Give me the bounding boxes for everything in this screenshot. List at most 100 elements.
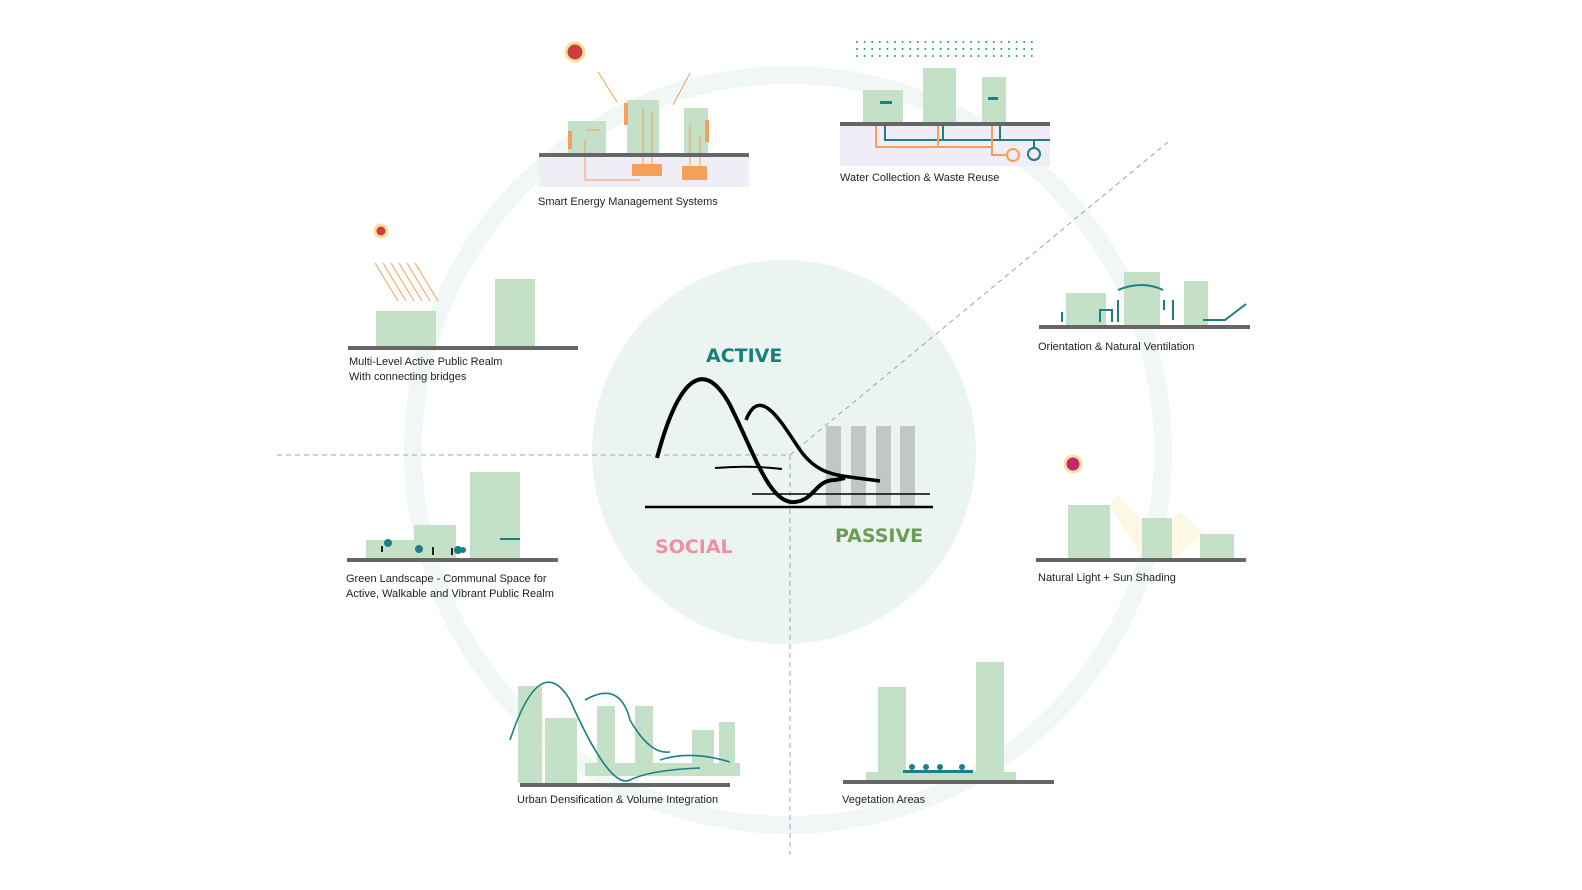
cycle-ring <box>404 66 1172 834</box>
rain-dot <box>977 41 980 43</box>
rain-dot <box>985 48 988 50</box>
label-vegetation: Vegetation Areas <box>842 794 926 806</box>
rain-dot <box>886 48 889 50</box>
rain-dot <box>1000 41 1003 43</box>
rain-dot <box>871 41 874 43</box>
rain-dot <box>932 48 934 50</box>
rain-dot <box>932 55 934 57</box>
rain-dot <box>863 41 866 43</box>
rain-dot <box>924 48 927 50</box>
rain-dot <box>894 55 896 57</box>
rain-dot <box>947 48 950 50</box>
rain-dot <box>939 55 942 57</box>
rain-dot <box>1015 55 1018 57</box>
rain-dot <box>939 41 942 43</box>
label-realm-line2: With connecting bridges <box>349 371 467 383</box>
energy-illustration <box>539 41 749 187</box>
rain-dot <box>962 48 965 50</box>
label-realm-line1: Multi-Level Active Public Realm <box>349 356 502 368</box>
rain-dot <box>1030 48 1033 50</box>
rain-dot <box>1023 48 1026 50</box>
rain-dot <box>924 41 927 43</box>
rain-dot <box>1008 48 1010 50</box>
rain-dot <box>985 55 988 57</box>
rain-dot <box>871 48 874 50</box>
rain-dots <box>856 41 1033 57</box>
axis-lines <box>277 141 1169 855</box>
rain-dot <box>924 55 927 57</box>
rain-dot <box>992 41 995 43</box>
rain-dot <box>962 55 965 57</box>
rain-dot <box>901 55 904 57</box>
rain-dot <box>878 41 881 43</box>
rain-dot <box>1015 41 1018 43</box>
rain-dot <box>1023 55 1026 57</box>
rain-dot <box>863 48 866 50</box>
rain-dot <box>985 41 988 43</box>
rain-dot <box>962 41 965 43</box>
rain-dot <box>871 55 874 57</box>
rain-dot <box>1008 55 1010 57</box>
sun-icon <box>1063 454 1083 474</box>
rain-dot <box>1000 55 1003 57</box>
rain-dot <box>970 55 972 57</box>
rain-dot <box>863 55 866 57</box>
rain-dot <box>1000 48 1003 50</box>
rain-dot <box>1008 41 1010 43</box>
rain-dot <box>901 41 904 43</box>
rain-dot <box>878 55 881 57</box>
label-densification: Urban Densification & Volume Integration <box>517 794 718 806</box>
rain-dot <box>954 55 957 57</box>
rain-dot <box>932 41 934 43</box>
rain-dot <box>970 41 972 43</box>
rain-dot <box>1015 48 1018 50</box>
rain-dot <box>939 48 942 50</box>
label-passive: PASSIVE <box>835 525 923 547</box>
center-circle <box>592 260 976 644</box>
vegetation-illustration <box>843 662 1054 784</box>
label-social: SOCIAL <box>655 536 733 558</box>
light-illustration <box>1036 454 1246 562</box>
rain-dot <box>856 41 858 43</box>
rain-dot <box>894 48 896 50</box>
rain-dot <box>1023 41 1026 43</box>
sun-icon <box>373 223 389 239</box>
rain-dot <box>970 48 972 50</box>
rain-dot <box>916 48 919 50</box>
rain-dot <box>947 55 950 57</box>
realm-illustration <box>348 223 578 350</box>
label-ventilation: Orientation & Natural Ventilation <box>1038 341 1195 353</box>
rain-dot <box>1030 41 1033 43</box>
label-water: Water Collection & Waste Reuse <box>840 172 999 184</box>
rain-dot <box>977 48 980 50</box>
rain-dot <box>916 55 919 57</box>
rain-dot <box>856 48 858 50</box>
rain-dot <box>954 48 957 50</box>
rain-dot <box>909 41 912 43</box>
rain-dot <box>886 41 889 43</box>
rain-dot <box>909 55 912 57</box>
label-energy: Smart Energy Management Systems <box>538 196 718 208</box>
rain-dot <box>1030 55 1033 57</box>
densification-illustration <box>509 681 740 787</box>
rain-dot <box>954 41 957 43</box>
rain-dot <box>856 55 858 57</box>
rain-dot <box>992 55 995 57</box>
landscape-illustration <box>347 472 558 562</box>
passive-bars <box>826 426 915 506</box>
rain-dot <box>886 55 889 57</box>
ventilation-illustration <box>1039 272 1250 329</box>
sun-icon <box>564 41 586 63</box>
label-landscape-line1: Green Landscape - Communal Space for <box>346 573 547 585</box>
label-active: ACTIVE <box>706 345 782 367</box>
rain-dot <box>947 41 950 43</box>
label-landscape-line2: Active, Walkable and Vibrant Public Real… <box>346 588 554 600</box>
rain-dot <box>909 48 912 50</box>
rain-dot <box>878 48 881 50</box>
water-illustration <box>840 41 1050 166</box>
rain-dot <box>992 48 995 50</box>
rain-dot <box>901 48 904 50</box>
label-light: Natural Light + Sun Shading <box>1038 572 1176 584</box>
center-graph: ACTIVE SOCIAL PASSIVE <box>645 345 933 558</box>
